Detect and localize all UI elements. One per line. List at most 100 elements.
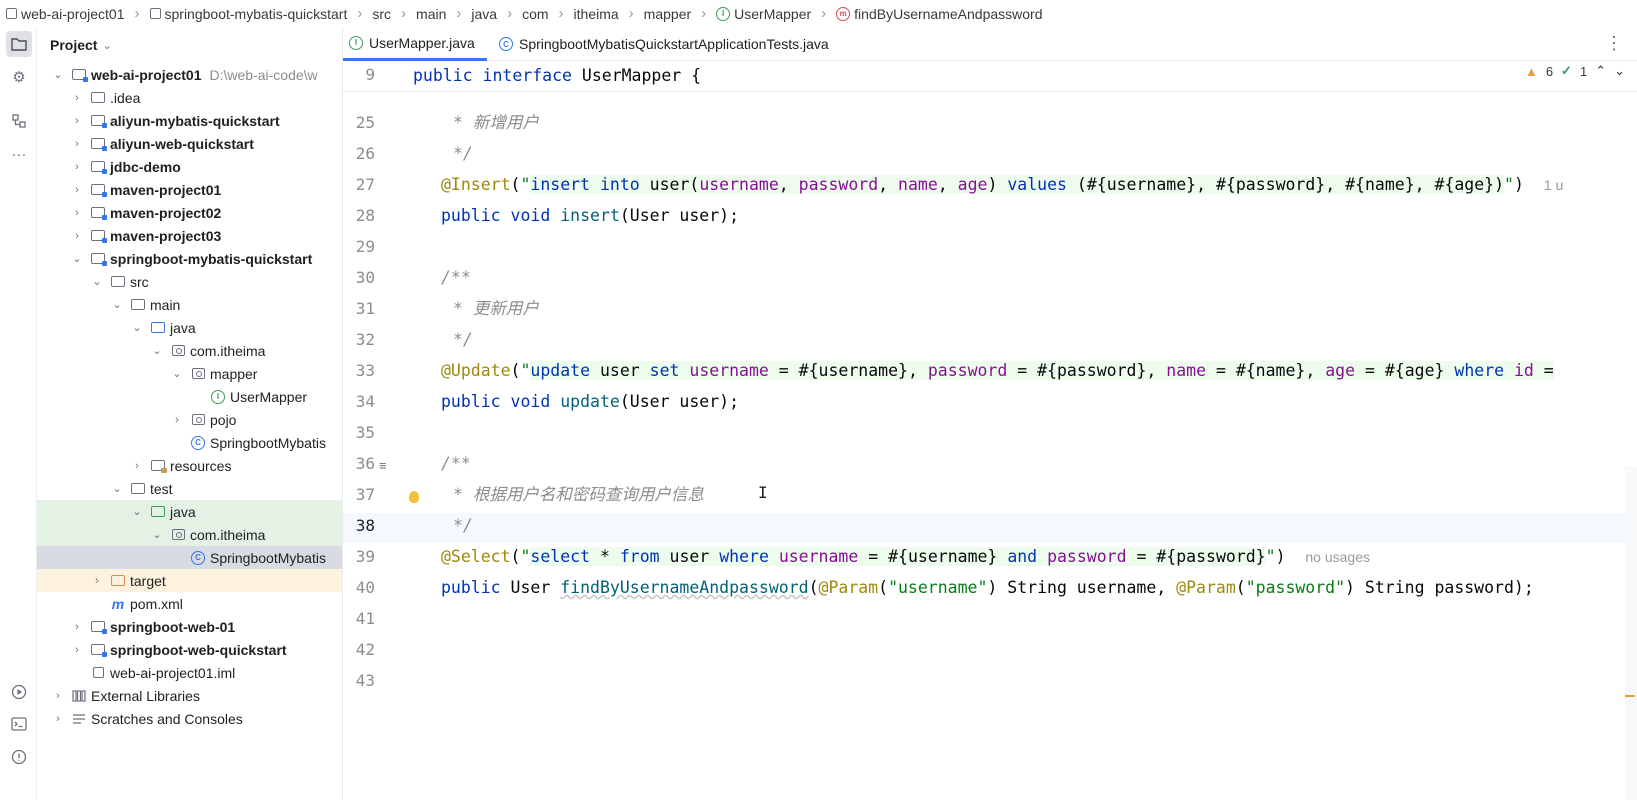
line-number: 41 [355, 609, 375, 628]
chevron-down-icon: ⌄ [72, 253, 82, 265]
tree-item-mapper[interactable]: ⌄mapper [37, 362, 342, 385]
tree-item-springboot-mybatis-quickstart[interactable]: ⌄springboot-mybatis-quickstart [37, 247, 342, 270]
scrollbar-warning-marker[interactable] [1625, 695, 1635, 697]
breadcrumb-itheima[interactable]: itheima [573, 5, 619, 22]
chevron-down-icon: ⌄ [152, 345, 162, 357]
package-icon [190, 368, 206, 379]
module-folder-icon [90, 138, 107, 151]
gutter: 25 26 27 28 29 30 31 32 33 34 35 36 ≡ 37… [343, 61, 419, 800]
tree-item-target[interactable]: ›target [37, 569, 342, 592]
tree-item-test-java[interactable]: ⌄java [37, 500, 342, 523]
lightbulb-icon[interactable] [409, 491, 419, 503]
folder-icon [130, 299, 146, 310]
library-icon [71, 689, 87, 702]
breadcrumb-project[interactable]: web-ai-project01 [6, 6, 125, 22]
chevron-down-icon: ⌄ [132, 322, 142, 334]
chevron-up-icon[interactable]: ⌃ [1595, 63, 1607, 78]
code-line-sticky[interactable]: public interface UserMapper { [413, 66, 702, 85]
code-line-26[interactable]: */ [453, 144, 473, 163]
code-line-27[interactable]: @Insert("insert into user(username, pass… [441, 175, 1564, 194]
code-line-38[interactable]: */ [453, 516, 473, 535]
project-tool-icon[interactable] [6, 31, 32, 57]
tree-item-jdbc-demo[interactable]: ›jdbc-demo [37, 155, 342, 178]
breadcrumb-java[interactable]: java [471, 5, 498, 22]
tree-item-aliyun-mybatis-quickstart[interactable]: ›aliyun-mybatis-quickstart [37, 109, 342, 132]
doc-render-icon[interactable]: ≡ [379, 458, 387, 473]
run-icon[interactable] [9, 682, 29, 702]
more-tools-icon[interactable]: ··· [11, 145, 27, 163]
tree-item-main[interactable]: ⌄main [37, 293, 342, 316]
usages-hint[interactable]: 1 u [1543, 177, 1564, 193]
code-line-30[interactable]: /** [441, 268, 471, 287]
tree-item-aliyun-web-quickstart[interactable]: ›aliyun-web-quickstart [37, 132, 342, 155]
inspection-widget[interactable]: ▲6 ✓1 ⌃ ⌄ [1524, 63, 1625, 79]
project-panel-header[interactable]: Project⌄ [50, 37, 112, 53]
code-line-36[interactable]: /** [441, 454, 471, 473]
tree-item-springboot-web-01[interactable]: ›springboot-web-01 [37, 615, 342, 638]
line-number: 38 [355, 516, 375, 535]
tree-item-maven-project03[interactable]: ›maven-project03 [37, 224, 342, 247]
method-icon: m [836, 6, 851, 21]
code-line-34[interactable]: public void update(User user); [441, 392, 740, 411]
terminal-icon[interactable] [9, 714, 29, 734]
more-options-icon[interactable]: ⋮ [1605, 33, 1623, 53]
code-line-25[interactable]: * 新增用户 [453, 113, 539, 132]
code-line-32[interactable]: */ [453, 330, 473, 349]
structure-icon[interactable] [9, 111, 29, 131]
breadcrumb-src[interactable]: src [372, 5, 392, 22]
code-line-31[interactable]: * 更新用户 [453, 299, 539, 318]
problems-icon[interactable] [9, 747, 29, 767]
tree-item-com-itheima[interactable]: ⌄com.itheima [37, 339, 342, 362]
chevron-right-icon: › [175, 413, 179, 426]
module-folder-icon [90, 230, 107, 243]
breadcrumb-module[interactable]: springboot-mybatis-quickstart [149, 6, 347, 22]
line-number: 29 [355, 237, 375, 256]
settings-gear-icon[interactable]: ⚙ [12, 69, 26, 86]
code-line-33[interactable]: @Update("update user set username = #{us… [441, 361, 1554, 380]
code-line-40[interactable]: public User findByUsernameAndpassword(@P… [441, 578, 1534, 597]
tree-item-maven-project02[interactable]: ›maven-project02 [37, 201, 342, 224]
tree-item-src[interactable]: ⌄src [37, 270, 342, 293]
module-folder-icon [90, 621, 107, 634]
tree-item-external-libraries[interactable]: › External Libraries [37, 684, 342, 707]
tree-item-pojo[interactable]: ›pojo [37, 408, 342, 431]
tree-item-maven-project01[interactable]: ›maven-project01 [37, 178, 342, 201]
tree-item-resources[interactable]: ›resources [37, 454, 342, 477]
code-line-39[interactable]: @Select("select * from user where userna… [441, 547, 1370, 566]
chevron-down-icon[interactable]: ⌄ [1614, 63, 1625, 78]
chevron-right-icon: › [75, 206, 79, 219]
tree-item-test[interactable]: ⌄test [37, 477, 342, 500]
tree-item-main-java[interactable]: ⌄java [37, 316, 342, 339]
tree-item-idea[interactable]: ›.idea [37, 86, 342, 109]
chevron-right-icon: › [456, 5, 462, 22]
vertical-scrollbar[interactable] [1625, 467, 1637, 800]
code-area[interactable]: * 新增用户 */ @Insert("insert into user(user… [413, 61, 1637, 800]
tree-item-springboot-web-quickstart[interactable]: ›springboot-web-quickstart [37, 638, 342, 661]
breadcrumb-mapper[interactable]: mapper [643, 5, 692, 22]
breadcrumb-com[interactable]: com [522, 5, 549, 22]
code-line-28[interactable]: public void insert(User user); [441, 206, 740, 225]
tree-item-test-com-itheima[interactable]: ⌄com.itheima [37, 523, 342, 546]
breadcrumb-main[interactable]: main [416, 5, 447, 22]
tree-item-scratches-consoles[interactable]: › Scratches and Consoles [37, 707, 342, 730]
tree-item-iml[interactable]: web-ai-project01.iml [37, 661, 342, 684]
module-icon [149, 8, 161, 19]
usages-hint[interactable]: no usages [1305, 549, 1370, 565]
package-icon [170, 529, 186, 540]
scratches-icon [71, 713, 87, 725]
class-icon: C [190, 550, 206, 565]
code-line-37[interactable]: * 根据用户名和密码查询用户信息 [453, 485, 704, 504]
module-folder-icon [90, 207, 107, 220]
excluded-folder-icon [110, 575, 126, 586]
